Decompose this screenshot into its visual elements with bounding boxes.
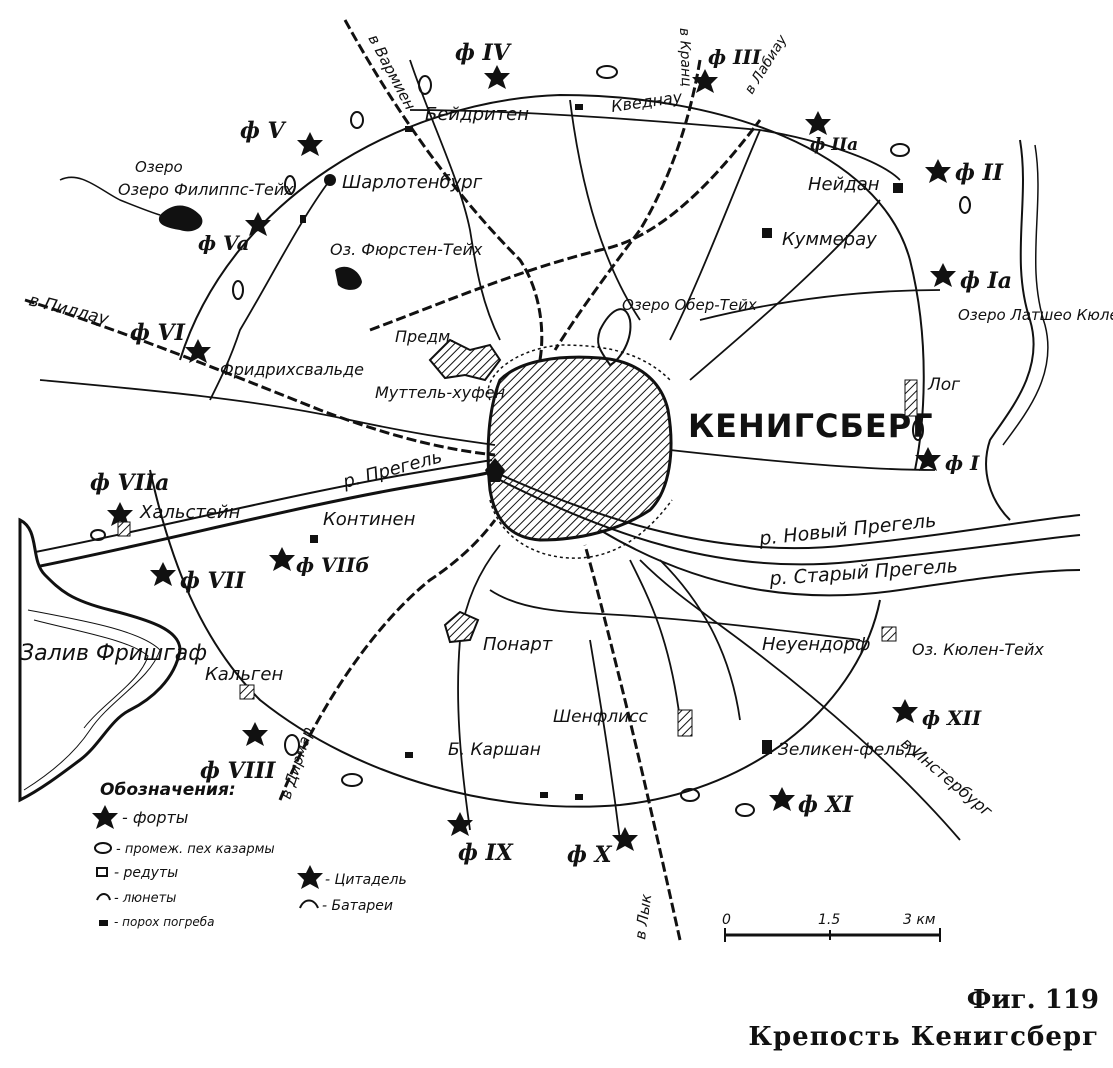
fort-label: ф Ia xyxy=(960,268,1012,294)
route-pillau: в Пиллау xyxy=(27,290,112,329)
legend-redoubts: - редуты xyxy=(114,865,178,881)
river-pregel-new xyxy=(489,469,1081,550)
place-zelikenfeld: Зеликен-фельд xyxy=(778,740,917,760)
legend-battery-icon xyxy=(299,899,319,909)
fort-label: ф IV xyxy=(455,40,512,66)
legend-citadel-icon xyxy=(297,865,323,889)
fort-label: ф IIa xyxy=(810,135,858,155)
river-east xyxy=(985,139,1035,521)
fort-label: ф VIIб xyxy=(296,553,370,577)
place-neidan: Нейдан xyxy=(808,174,880,195)
place-neuendorf: Неуендорф xyxy=(762,634,870,655)
place-shenflis: Шенфлисс xyxy=(553,707,649,727)
legend: Обозначения: - форты - промеж. пех казар… xyxy=(92,780,407,929)
place-lake-fyursten: Оз. Фюрстен-Тейх xyxy=(330,240,483,259)
place-muttelhufen: Муттель-хуфен xyxy=(375,383,505,402)
city-area xyxy=(486,355,673,542)
place-kummerau: Куммерау xyxy=(782,229,877,250)
place-lake-ober: Озеро Обер-Тейх xyxy=(622,296,757,314)
scale-mid: 1.5 xyxy=(818,912,840,928)
place-lake-lyatsheo: Озеро Латшео Кюлен-Тейх xyxy=(958,306,1113,324)
fort-label: ф VIII xyxy=(200,758,276,784)
place-predm: Предм. xyxy=(395,327,455,346)
scale-bar: 0 1.5 3 км xyxy=(722,912,941,942)
stream-west xyxy=(59,176,161,216)
scale-end: 3 км xyxy=(903,912,936,928)
place-friedrichswalde: Фридрихсвальде xyxy=(220,360,364,379)
ponart-fort xyxy=(443,610,480,644)
legend-barracks: - промеж. пех казармы xyxy=(116,842,275,857)
river-new-pregel-label: р. Новый Прегель xyxy=(757,510,937,551)
legend-lunette-icon xyxy=(96,893,111,901)
place-kvednau: Кведнау xyxy=(610,87,684,116)
river-pregel-west xyxy=(19,470,493,572)
river-pregel-label: р. Прегель xyxy=(340,446,445,493)
fort-label: ф VII xyxy=(180,568,246,594)
place-gulf: Залив Фришгаф xyxy=(20,641,207,666)
place-beidriten: Бейдритен xyxy=(425,104,529,125)
place-b-karshan: Б. Каршан xyxy=(448,740,541,760)
legend-batteries: - Батареи xyxy=(322,898,393,914)
legend-title: Обозначения: xyxy=(100,780,236,800)
river-east-2 xyxy=(1002,144,1049,446)
fort-label: ф IX xyxy=(458,840,514,866)
legend-citadel: - Цитадель xyxy=(325,872,407,888)
roads xyxy=(39,59,961,841)
place-lake-filipps-1: Озеро xyxy=(135,158,183,176)
route-kranz: в Кранц xyxy=(676,28,694,87)
legend-powder-icon xyxy=(99,920,108,926)
fortress-map: р. Прегель р. Новый Прегель р. Старый Пр… xyxy=(18,19,1113,942)
place-kalgen: Кальген xyxy=(205,664,283,685)
outer-enceinte xyxy=(487,344,673,559)
barracks-markers xyxy=(90,65,971,817)
legend-powder: - порох погреба xyxy=(114,915,214,929)
railways xyxy=(24,19,762,941)
powder-stores xyxy=(117,104,918,800)
lake-ober xyxy=(597,308,632,367)
fort-label: ф I xyxy=(945,451,980,475)
fort-label: ф V xyxy=(240,118,287,144)
legend-forts: - форты xyxy=(122,808,188,827)
place-kontinen: Континен xyxy=(323,509,416,530)
gulf-coast xyxy=(18,517,182,803)
legend-fort-icon xyxy=(92,805,118,829)
fort-label: ф VIIa xyxy=(90,470,169,496)
legend-lunettes: - люнеты xyxy=(114,891,176,906)
lake-fyursten xyxy=(335,266,362,290)
citadel xyxy=(485,458,505,482)
fort-label: ф Va xyxy=(198,231,250,255)
legend-barracks-icon xyxy=(94,842,112,854)
place-lake-kyulen: Оз. Кюлен-Тейх xyxy=(912,640,1044,659)
fort-label: ф II xyxy=(955,160,1004,186)
fort-label: ф III xyxy=(708,45,762,69)
outer-ring-road xyxy=(149,93,925,808)
suburb-predm xyxy=(428,338,502,382)
route-lyk: в Лык xyxy=(631,893,655,941)
place-lake-filipps: Озеро Филиппс-Тейх xyxy=(118,180,294,199)
fort-markers: ф IV ф III ф V ф IIa ф II ф Va ф Ia ф VI… xyxy=(90,40,1012,868)
figure-number: Фиг. 119 xyxy=(966,985,1099,1015)
place-sharlotenburg: Шарлотенбург xyxy=(342,172,483,193)
figure-title: Крепость Кенигсберг xyxy=(748,1022,1099,1052)
place-log: Лог xyxy=(927,375,960,395)
fort-label: ф X xyxy=(567,842,613,868)
fort-label: ф XII xyxy=(922,706,982,730)
lake-filipps xyxy=(158,205,203,232)
legend-redoubt-icon xyxy=(96,867,108,877)
fort-label: ф VI xyxy=(130,320,186,346)
place-ponart: Понарт xyxy=(483,634,553,655)
river-pregel-new-bank xyxy=(499,479,1081,566)
place-halstein: Хальстейн xyxy=(139,502,241,523)
city-label: КЕНИГСБЕРГ xyxy=(688,407,934,445)
river-pregel-old xyxy=(599,529,1081,597)
fort-label: ф XI xyxy=(798,792,854,818)
river-pregel-west-bank xyxy=(19,459,493,556)
scale-zero: 0 xyxy=(722,912,731,928)
